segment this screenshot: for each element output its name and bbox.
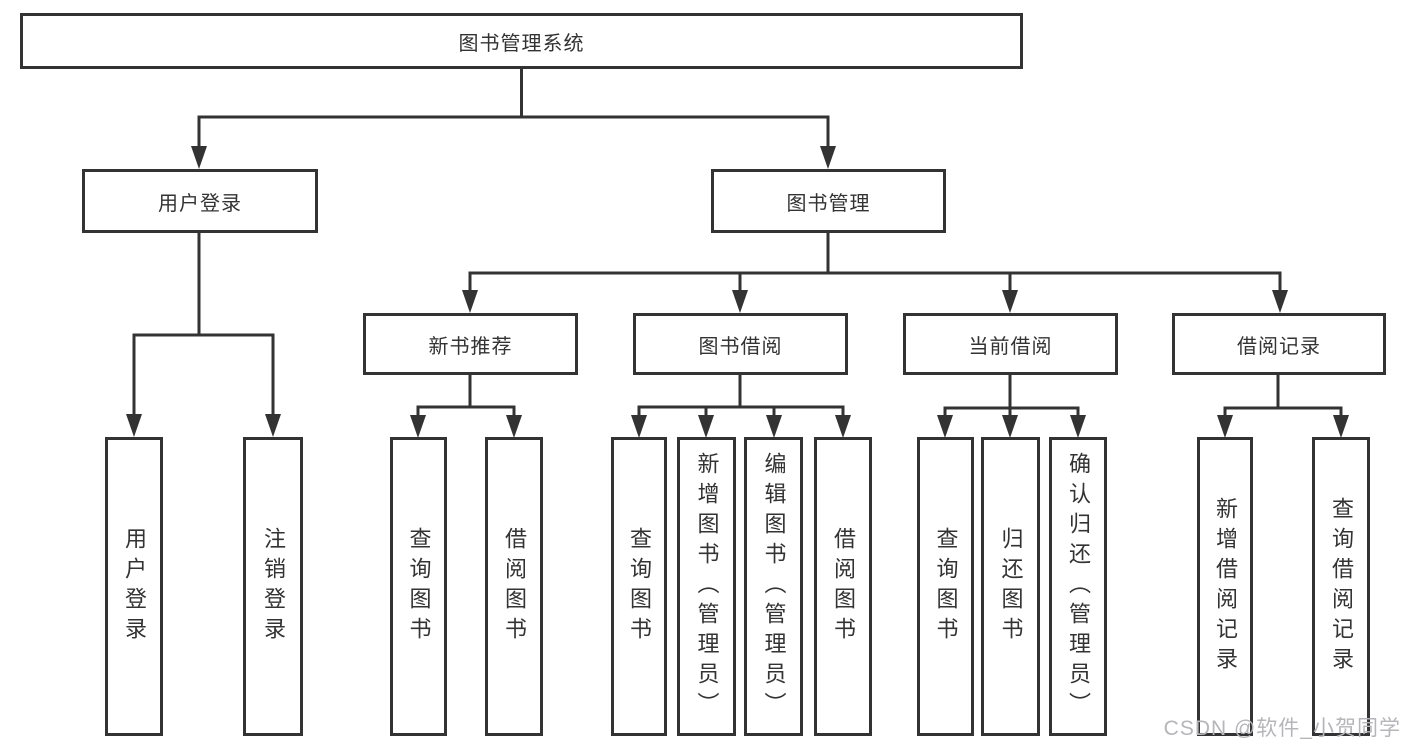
leaf-label: 用户登录 [122,526,147,647]
leaf-borrow-books: 借阅图书 [814,437,872,736]
node-label: 当前借阅 [968,335,1053,358]
node-label: 用户登录 [158,192,242,215]
leaf-edit-books-admin: 编辑图书（管理员） [744,437,803,736]
leaf-confirm-return-admin: 确认归还（管理员） [1049,437,1107,736]
leaf-label: 归还图书 [998,526,1024,647]
leaf-query-books-borrow: 查询图书 [611,437,667,736]
arrowheads [126,146,1349,438]
leaf-user-login: 用户登录 [105,437,163,736]
node-label: 图书管理系统 [458,32,585,55]
node-borrow-records: 借阅记录 [1172,313,1386,375]
leaf-label: 借阅图书 [831,526,856,647]
leaf-label: 查询图书 [933,526,959,647]
node-label: 借阅记录 [1237,335,1321,358]
leaf-return-books: 归还图书 [981,437,1040,736]
leaf-query-books-current: 查询图书 [917,437,974,736]
leaf-label: 查询图书 [406,526,432,647]
leaf-label: 确认归还（管理员） [1066,451,1091,722]
node-label: 图书借阅 [698,335,783,358]
leaf-label: 查询图书 [627,526,652,647]
leaf-logout: 注销登录 [243,437,303,736]
leaf-add-borrow-record: 新增借阅记录 [1197,437,1253,736]
csdn-watermark: CSDN @软件_小贺同学 [1163,717,1401,740]
node-book-borrow: 图书借阅 [633,313,848,375]
node-new-book-recommend: 新书推荐 [363,313,578,375]
leaf-label: 借阅图书 [502,526,527,647]
leaf-label: 编辑图书（管理员） [761,451,787,722]
node-user-login: 用户登录 [82,169,318,233]
node-current-borrow: 当前借阅 [903,313,1118,375]
leaf-borrow-books-recommend: 借阅图书 [485,437,543,736]
leaf-add-books-admin: 新增图书（管理员） [677,437,736,736]
leaf-label: 注销登录 [261,526,286,647]
leaf-query-books-recommend: 查询图书 [390,437,447,736]
node-book-management: 图书管理 [711,169,946,233]
node-label: 新书推荐 [428,335,513,358]
leaf-label: 新增图书（管理员） [694,451,720,722]
leaf-label: 新增借阅记录 [1213,496,1238,677]
node-root-library-system: 图书管理系统 [20,13,1023,69]
leaf-label: 查询借阅记录 [1329,496,1354,677]
leaf-query-borrow-record: 查询借阅记录 [1312,437,1370,736]
node-label: 图书管理 [786,192,871,215]
